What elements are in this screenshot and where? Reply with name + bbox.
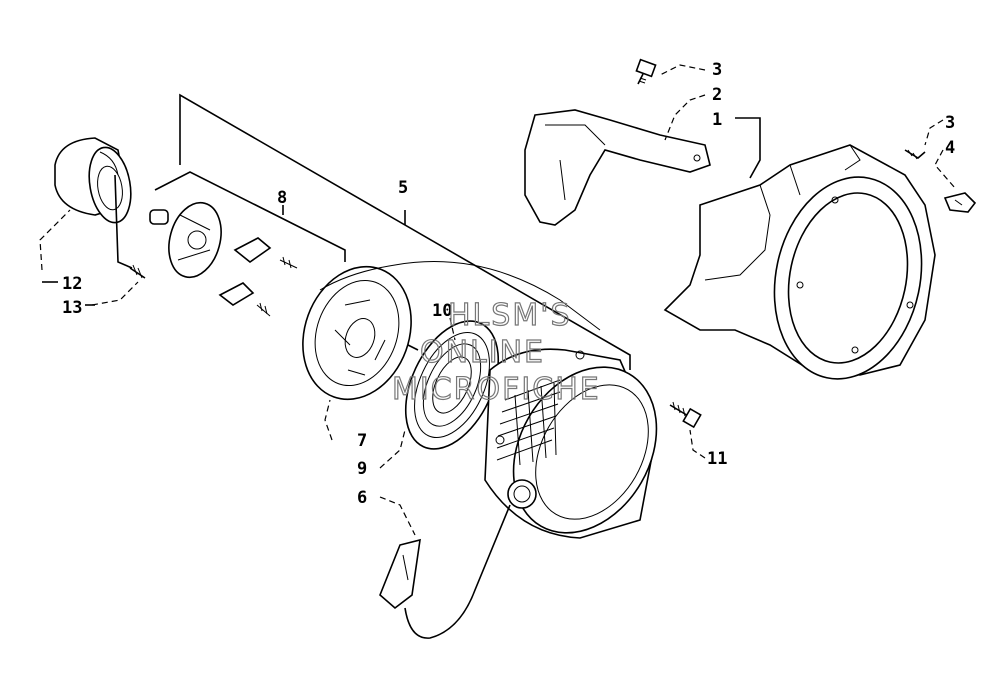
callout-8: 8	[277, 188, 287, 208]
svg-text:MICROFICHE: MICROFICHE	[392, 372, 601, 407]
callout-3-right: 3	[945, 113, 955, 133]
assembly-bracket-5	[179, 93, 631, 370]
svg-text:ONLINE: ONLINE	[420, 335, 545, 370]
screw-top[interactable]	[635, 58, 657, 85]
starter-rope	[404, 504, 511, 639]
callout-1: 1	[712, 110, 722, 130]
vent-grille	[496, 379, 561, 466]
callout-4: 4	[945, 138, 955, 158]
callout-11: 11	[707, 449, 727, 469]
leader-lines	[39, 64, 956, 536]
callout-5: 5	[398, 178, 408, 198]
rope-pulley[interactable]	[285, 251, 429, 414]
shroud-bracket[interactable]	[524, 109, 711, 226]
callout-6: 6	[357, 488, 367, 508]
callout-12: 12	[62, 274, 82, 294]
clip-nut[interactable]	[943, 192, 977, 213]
screw-right[interactable]	[904, 149, 926, 160]
watermark: HLSM'S ONLINE MICROFICHE	[391, 297, 601, 407]
assembly-bracket-8	[154, 171, 346, 262]
cup-screw[interactable]	[129, 264, 146, 279]
starter-housing[interactable]	[484, 341, 686, 558]
callout-3-top: 3	[712, 60, 722, 80]
callout-9: 9	[357, 459, 367, 479]
callouts: 3 2 1 3 4 5 8 12 13 10 7 9 6 11	[42, 60, 955, 508]
ratchet-pin[interactable]	[149, 209, 169, 225]
recoil-spring[interactable]	[387, 306, 517, 463]
fan-housing[interactable]	[663, 144, 940, 393]
svg-text:HLSM'S: HLSM'S	[448, 298, 572, 333]
callout-13: 13	[62, 298, 82, 318]
starter-cup[interactable]	[54, 137, 136, 226]
ratchet-pawl-1[interactable]	[233, 237, 298, 269]
callout-7: 7	[357, 431, 367, 451]
callout-2: 2	[712, 85, 722, 105]
pulley-rope-loop	[319, 261, 601, 331]
mounting-bolt[interactable]	[669, 401, 702, 429]
ratchet-pawl-2[interactable]	[218, 282, 271, 317]
callout-10: 10	[432, 301, 452, 321]
ratchet-hub[interactable]	[161, 197, 229, 283]
starter-handle[interactable]	[379, 538, 421, 610]
